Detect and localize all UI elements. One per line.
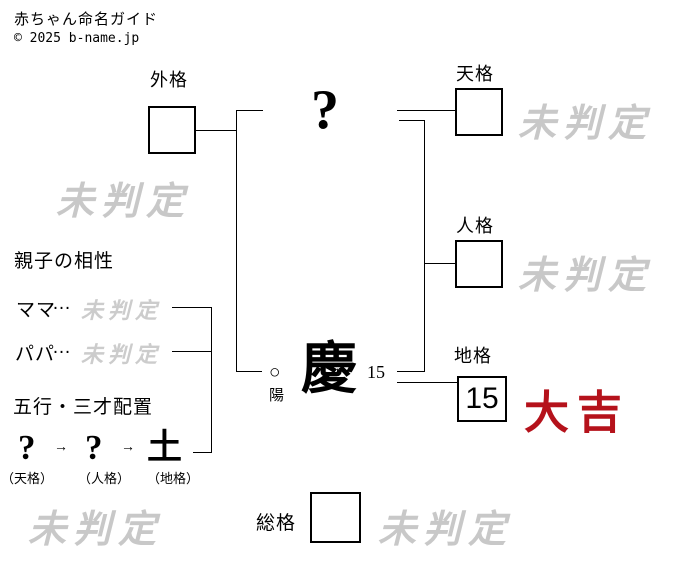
jinkaku-label: 人格 [456,216,494,236]
gaikaku-bracket-vline [236,110,237,372]
soukaku-result-watermark: 未判定 [378,509,514,551]
bottom-left-watermark: 未判定 [28,509,164,551]
compat-mama-stub [172,307,212,308]
gaikaku-result-watermark: 未判定 [56,181,192,223]
chikaku-value-box: 15 [457,376,507,422]
given-name-stroke-count: 15 [367,362,385,382]
jinkaku-box-connector [424,263,455,264]
gogyou-jinkaku-element: ? [85,428,103,467]
gogyou-chikaku-element: 土 [147,428,183,467]
gogyou-caption-tenkaku: （天格） [1,471,54,486]
jinkaku-bracket-bottom-stub [397,371,425,372]
yinyang-label: 陽 [269,387,285,404]
gaikaku-bracket-top-stub [236,110,263,111]
compat-mama-label: ママ [16,300,57,321]
chikaku-label: 地格 [454,346,492,366]
gaikaku-label: 外格 [150,70,188,90]
compat-mama-dots: … [52,293,72,314]
jinkaku-bracket-top-stub [399,120,425,121]
tenkaku-result-watermark: 未判定 [518,103,654,145]
yinyang-circle-icon: ○ [269,362,281,383]
page-title: 赤ちゃん命名ガイド [14,11,159,28]
surname-char-placeholder: ? [311,79,339,141]
jinkaku-value-box [455,240,503,288]
compat-papa-dots: … [52,337,72,358]
compat-bracket-vline [211,307,212,453]
gogyou-caption-jinkaku: （人格） [78,471,131,486]
compat-papa-label: パパ [15,344,56,365]
gogyou-stub [193,452,212,453]
compat-papa-stub [172,351,212,352]
arrow-right-icon: → [121,438,135,454]
chikaku-connector [397,382,457,383]
chikaku-result-text: 大吉 [524,388,631,438]
soukaku-label: 総格 [256,513,297,534]
copyright-text: © 2025 b-name.jp [14,31,140,46]
arrow-right-icon: → [54,438,68,454]
soukaku-value-box [310,492,361,543]
jinkaku-bracket-vline [424,120,425,372]
gogyou-tenkaku-element: ? [18,428,36,467]
compatibility-heading: 親子の相性 [14,251,115,272]
tenkaku-value-box [455,88,503,136]
gaikaku-box-connector [196,130,237,131]
jinkaku-result-watermark: 未判定 [518,255,654,297]
gaikaku-value-box [148,106,196,154]
gogyou-caption-chikaku: （地格） [147,471,200,486]
gogyou-heading: 五行・三才配置 [13,397,154,418]
compat-mama-result: 未判定 [81,298,163,323]
tenkaku-connector [397,110,455,111]
compat-papa-result: 未判定 [81,342,163,367]
given-name-char: 慶 [301,339,357,401]
gaikaku-bracket-bottom-stub [236,371,262,372]
tenkaku-label: 天格 [456,64,494,84]
